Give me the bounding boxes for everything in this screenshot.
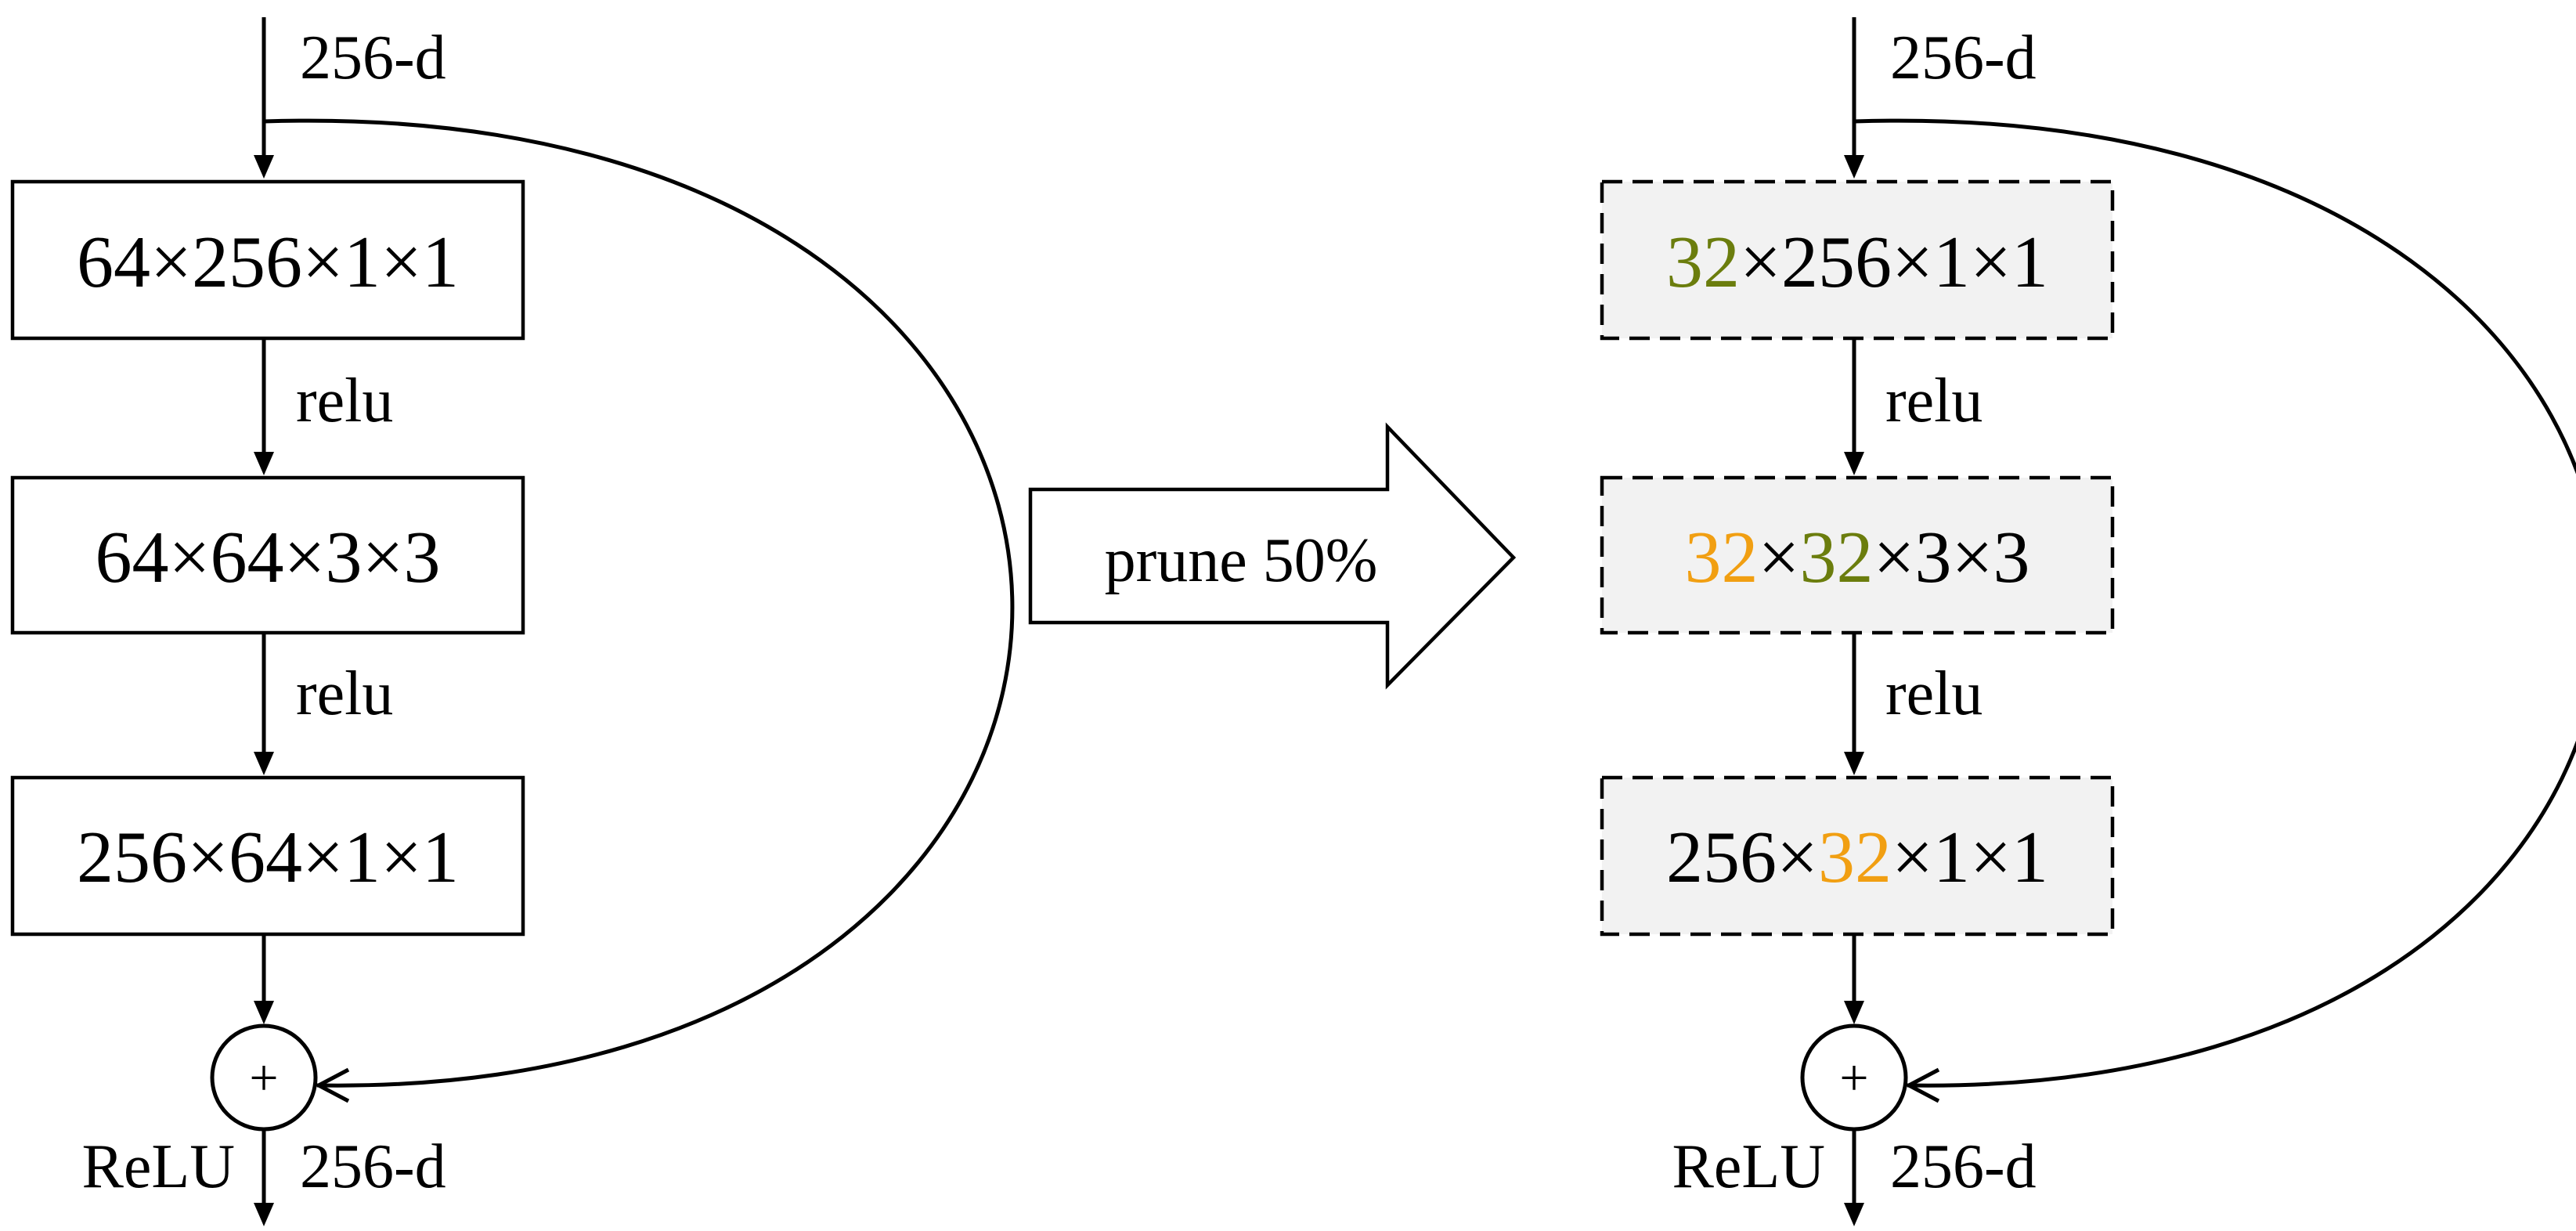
arrowhead: [254, 1203, 274, 1226]
activation-label-2: relu: [1885, 659, 1983, 728]
activation-label-1: relu: [1885, 366, 1983, 435]
sum-symbol: +: [249, 1049, 278, 1106]
arrowhead: [1844, 1001, 1864, 1024]
dimension-text: ×: [1758, 517, 1799, 598]
input-dimension-label: 256-d: [1890, 23, 2037, 92]
prune-arrow: prune 50%: [1028, 422, 1517, 690]
pruned-conv-layer-2-box: [1600, 475, 2115, 635]
conv-layer-3-box: [10, 775, 525, 937]
activation-label-1: relu: [296, 366, 393, 435]
output-dimension-label: 256-d: [300, 1132, 446, 1201]
output-activation-label: ReLU: [1672, 1132, 1825, 1201]
activation-label-2: relu: [296, 659, 393, 728]
input-dimension-label: 256-d: [300, 23, 446, 92]
arrowhead: [254, 452, 274, 475]
pruned-conv-layer-1-box: [1600, 179, 2115, 341]
output-dimension-label: 256-d: [1890, 1132, 2037, 1201]
dimension-text: 256×: [1666, 817, 1818, 898]
conv-layer-1-box: [10, 179, 525, 341]
pruned-conv-layer-3-box: [1600, 775, 2115, 937]
skip-arrowhead: [1904, 1067, 1940, 1103]
conv-layer-1-label: 64×256×1×1: [77, 222, 459, 303]
original-block: 256-d 64×256×1×1 relu 64×64×3×3 relu 256…: [10, 17, 1015, 1226]
output-activation-label: ReLU: [81, 1132, 235, 1201]
skip-arrowhead: [314, 1067, 350, 1103]
dimension-text: ×3×3: [1873, 517, 2029, 598]
prune-arrow-label: prune 50%: [1105, 526, 1378, 595]
arrowhead: [1844, 452, 1864, 475]
prune-arrow-shape: [1028, 422, 1517, 690]
skip-connection: [1853, 118, 2576, 1088]
arrowhead: [1844, 1203, 1864, 1226]
pruned-output-channels: 32: [1666, 222, 1740, 303]
sum-symbol: +: [1839, 1049, 1868, 1106]
pruned-conv-layer-2-label: 32×32×3×3: [1684, 517, 2029, 598]
conv-layer-2-box: [10, 475, 525, 635]
pruned-conv-layer-3-label: 256×32×1×1: [1666, 817, 2048, 898]
pruned-conv-layer-1-label: 32×256×1×1: [1666, 222, 2048, 303]
pruned-block: 256-d 32×256×1×1 relu 32×32×3×3 relu 256…: [1600, 17, 2576, 1226]
arrowhead: [1844, 155, 1864, 179]
pruned-output-channels: 32: [1799, 517, 1873, 598]
pruned-input-channels: 32: [1818, 817, 1892, 898]
arrowhead: [254, 1001, 274, 1024]
conv-layer-3-label: 256×64×1×1: [77, 817, 459, 898]
skip-connection: [263, 118, 1015, 1088]
arrowhead: [254, 752, 274, 775]
arrowhead: [254, 155, 274, 179]
conv-layer-2-label: 64×64×3×3: [95, 517, 440, 598]
dimension-text: ×1×1: [1892, 817, 2048, 898]
dimension-text: ×256×1×1: [1740, 222, 2048, 303]
pruned-input-channels: 32: [1684, 517, 1758, 598]
arrowhead: [1844, 752, 1864, 775]
